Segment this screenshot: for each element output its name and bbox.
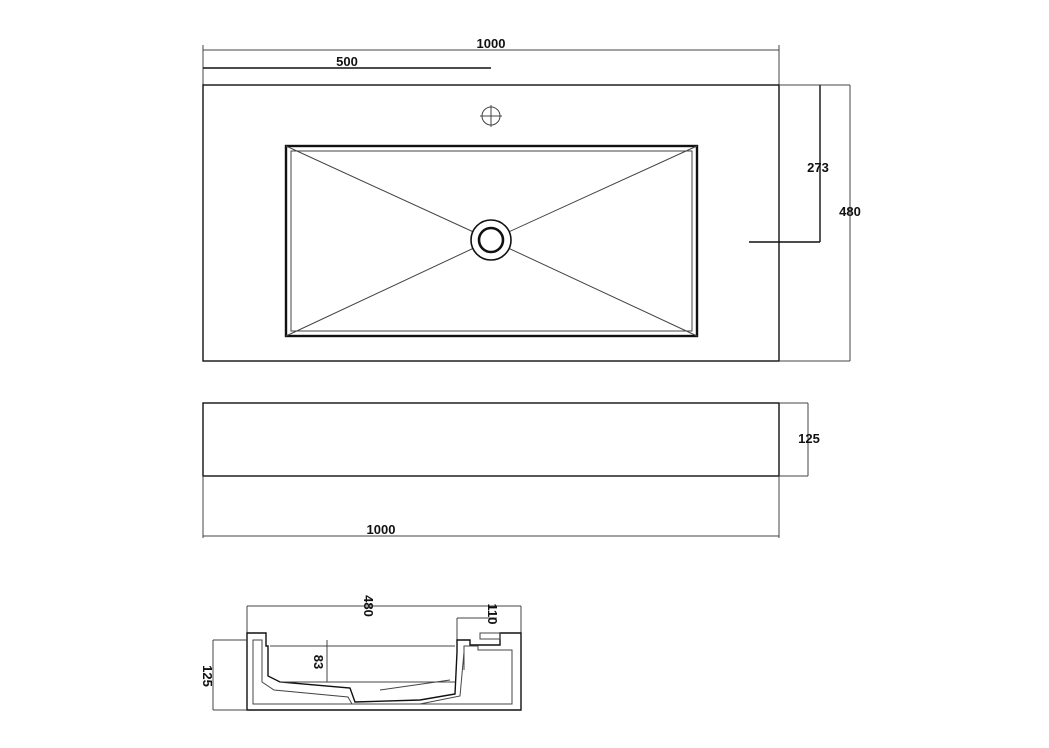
section-profile — [246, 632, 522, 711]
dim-label-bowl-depth: 83 — [311, 655, 326, 669]
dim-label-section-depth: 480 — [361, 595, 376, 617]
dim-label-section-height: 125 — [200, 665, 215, 687]
dim-label-depth: 480 — [839, 204, 861, 219]
dim-label-overall-width: 1000 — [477, 36, 506, 51]
top-view: 1000 500 273 — [202, 36, 861, 362]
front-view: 125 1000 — [202, 402, 820, 538]
dim-label-overflow: 110 — [485, 604, 500, 625]
front-elevation-outline — [202, 402, 780, 477]
dim-label-tap-offset: 273 — [807, 160, 829, 175]
vanity-top-outline — [202, 84, 780, 362]
dim-label-half-width: 500 — [336, 54, 358, 69]
tap-hole-icon — [480, 105, 502, 127]
dim-label-height: 125 — [798, 431, 820, 446]
dim-label-front-width: 1000 — [367, 522, 396, 537]
drain-icon — [470, 219, 512, 261]
side-section-view: 480 110 83 125 — [200, 595, 522, 711]
basin-outline — [284, 144, 699, 338]
